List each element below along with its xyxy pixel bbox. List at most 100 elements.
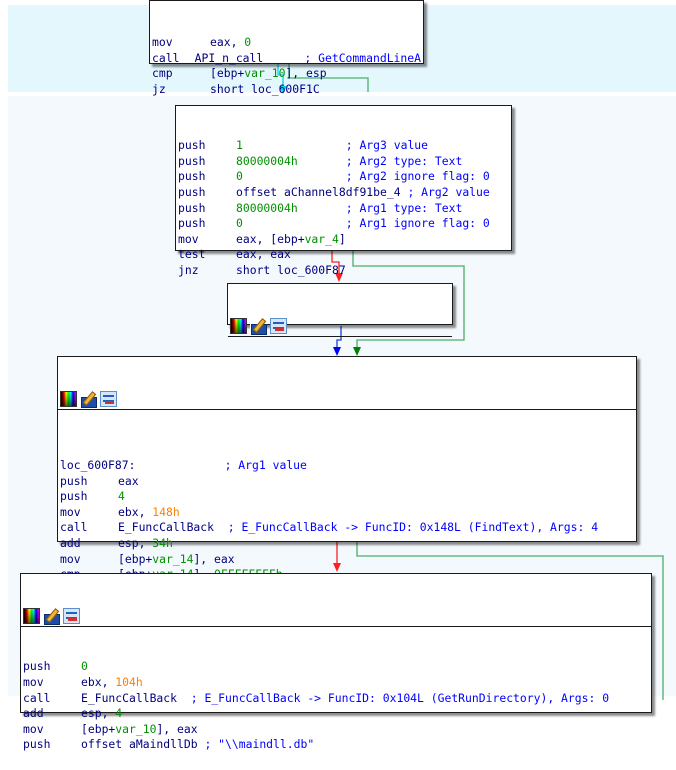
asm-mnemonic: push	[23, 659, 51, 674]
graph-view-icon[interactable]	[100, 390, 117, 407]
color-palette-icon[interactable]	[60, 390, 77, 407]
asm-mnemonic	[60, 442, 118, 458]
asm-operand: short loc_600F87	[236, 262, 346, 277]
asm-operand: offset aChannel8df91be_4	[236, 184, 408, 199]
asm-operand: 4	[118, 489, 125, 504]
asm-line[interactable]: push 4	[60, 489, 634, 505]
asm-line[interactable]	[60, 442, 634, 458]
asm-line[interactable]: mov[ebp+var_10], eax	[23, 722, 649, 738]
asm-mnemonic: test	[178, 247, 206, 262]
asm-operand: 0	[236, 216, 243, 231]
asm-comment: ; GetCommandLineA	[304, 50, 421, 65]
asm-operand: 1	[236, 138, 243, 153]
asm-comment: ; Arg2 value	[407, 184, 490, 199]
asm-comment: ; Arg3 value	[345, 138, 429, 153]
asm-operand: eax,	[210, 35, 245, 50]
asm-operand: eax	[118, 473, 139, 488]
asm-mnemonic: push	[178, 153, 206, 168]
asm-operand: E_FuncCallBack	[118, 520, 228, 535]
flow-edges	[277, 60, 664, 700]
graph-view-icon[interactable]	[270, 317, 287, 334]
graph-view-icon[interactable]	[63, 607, 80, 624]
asm-operand: short loc_600F1C	[210, 81, 320, 96]
asm-mnemonic: add	[60, 535, 81, 550]
asm-line[interactable]: test eax, eax	[178, 247, 509, 263]
asm-mnemonic: push	[178, 138, 206, 153]
asm-operand: [ebp+	[210, 66, 245, 81]
asm-line[interactable]: mov[ebp+var_14], eax	[60, 552, 634, 568]
asm-operand	[298, 201, 346, 217]
edit-node-icon[interactable]	[43, 607, 60, 625]
edge-arrowhead	[279, 86, 287, 94]
asm-mnemonic: call	[60, 520, 88, 535]
asm-line[interactable]: push 0 ; Arg1 ignore flag: 0	[178, 216, 509, 232]
asm-mnemonic: mov	[178, 231, 199, 246]
asm-mnemonic: push	[60, 489, 88, 504]
asm-operand: offset aMaindllDb	[81, 737, 205, 752]
asm-mnemonic: push	[178, 169, 206, 184]
asm-line[interactable]: push offset aMaindllDb ; "\\maindll.db"	[23, 737, 649, 753]
asm-line[interactable]: push 0	[23, 659, 649, 675]
edge-true	[352, 250, 465, 350]
asm-operand: var_10	[244, 66, 286, 81]
asm-operand: ], eax	[156, 721, 198, 736]
code-block-mov-offset[interactable]: mov eax, offset unk_6001E8	[227, 283, 453, 383]
edit-node-icon[interactable]	[80, 390, 97, 408]
asm-comment: ; Arg1 value	[224, 457, 307, 472]
asm-operand: eax, eax	[236, 247, 291, 262]
asm-mnemonic: push	[23, 737, 51, 752]
asm-line[interactable]: push 1 ; Arg3 value	[178, 138, 509, 154]
asm-label[interactable]: loc_600F87:	[60, 457, 136, 472]
color-palette-icon[interactable]	[230, 317, 247, 334]
asm-operand: eax, [ebp+	[236, 231, 305, 246]
edge-arrowhead	[333, 563, 341, 572]
asm-mnemonic: add	[23, 706, 44, 721]
asm-operand: esp,	[81, 706, 116, 721]
asm-line[interactable]: mov eax, [ebp+var_4]	[178, 232, 509, 248]
asm-mnemonic: mov	[152, 35, 173, 50]
asm-line[interactable]: push 0 ; Arg2 ignore flag: 0	[178, 169, 509, 185]
asm-line[interactable]: cmp[ebp+var_10], esp	[152, 66, 421, 82]
asm-comment: ; "\\maindll.db"	[204, 737, 315, 752]
edge-arrowhead	[335, 273, 343, 282]
asm-operand: var_10	[115, 721, 157, 736]
asm-operand: 148h	[152, 504, 180, 519]
asm-comment: ; Arg2 type: Text	[345, 153, 463, 168]
asm-mnemonic: push	[178, 216, 206, 231]
asm-comment: ; Arg2 ignore flag: 0	[345, 169, 490, 184]
asm-line[interactable]: add esp, 4	[23, 706, 649, 722]
asm-operand: ebx,	[81, 674, 116, 689]
asm-operand: 0	[244, 35, 252, 50]
asm-comment: ; Arg1 ignore flag: 0	[345, 216, 490, 231]
edit-node-icon[interactable]	[250, 317, 267, 335]
asm-mnemonic: cmp	[152, 66, 173, 81]
asm-operand: API_n_call	[194, 50, 305, 65]
asm-line[interactable]: loc_600F87: ; Arg1 value	[60, 458, 634, 474]
asm-operand: 4	[115, 706, 123, 721]
asm-line[interactable]: mov eax, 0	[152, 35, 421, 51]
asm-operand: 0	[81, 659, 88, 674]
asm-operand: ]	[338, 231, 346, 246]
asm-operand: 0	[236, 169, 243, 184]
edge-arrowhead	[333, 347, 341, 356]
color-palette-icon[interactable]	[23, 607, 40, 624]
asm-operand: var_4	[304, 231, 339, 246]
